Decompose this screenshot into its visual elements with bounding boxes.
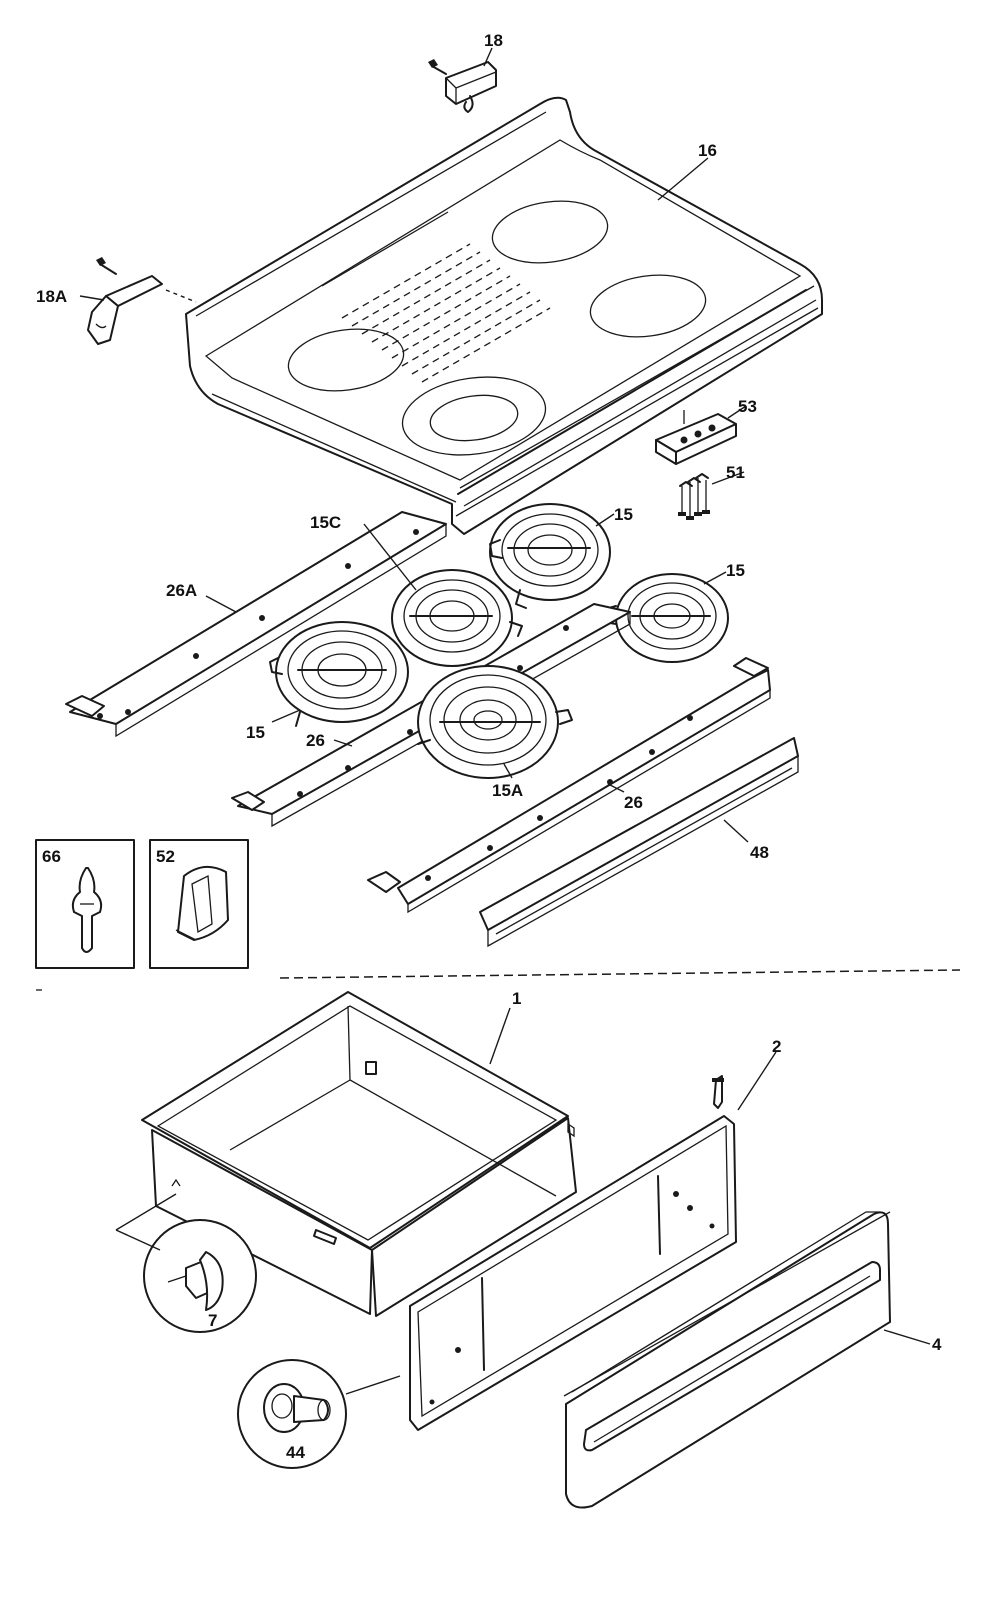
vent-slots <box>341 243 551 383</box>
callout-26-left: 26 <box>306 731 325 750</box>
leader-lines <box>79 47 931 1345</box>
cooktop-burner-front-left-inner <box>429 394 519 442</box>
drawer-front-part-4 <box>563 1211 891 1509</box>
callout-15-left: 15 <box>246 723 265 742</box>
callout-7: 7 <box>208 1311 217 1330</box>
switch-block-part-53 <box>655 410 737 465</box>
callout-labels: 18 16 18A 53 51 15C 15 15 26A 15 26 15A … <box>36 31 942 1462</box>
callout-4: 4 <box>932 1335 942 1354</box>
detail-part-44 <box>237 1359 401 1469</box>
callout-15-top: 15 <box>614 505 633 524</box>
inset-part-52 <box>149 839 249 969</box>
callout-2: 2 <box>772 1037 781 1056</box>
callout-66: 66 <box>42 847 61 866</box>
callout-16: 16 <box>698 141 717 160</box>
cooktop-burner-rear-right <box>491 200 609 264</box>
cooktop-burner-front-right <box>589 274 707 338</box>
callout-15c: 15C <box>310 513 341 532</box>
detail-part-7 <box>115 1193 257 1333</box>
callout-44: 44 <box>286 1443 305 1462</box>
element-part-16-burner <box>601 573 729 663</box>
cooktop-part-16 <box>185 96 823 535</box>
rail-part-26a <box>65 511 447 738</box>
cooktop-burner-rear-left <box>287 328 405 392</box>
rail-part-26-right <box>367 657 771 914</box>
section-divider <box>279 969 961 979</box>
callout-26-right: 26 <box>624 793 643 812</box>
bracket-part-18a <box>87 257 197 345</box>
terminals-part-51 <box>678 473 710 520</box>
callout-52: 52 <box>156 847 175 866</box>
element-part-15-left <box>269 621 409 727</box>
trim-part-48 <box>479 737 799 948</box>
callout-18: 18 <box>484 31 503 50</box>
cooktop-burner-front-left-outer <box>401 376 547 456</box>
drawer-panel-part-2 <box>409 1075 737 1431</box>
callout-1: 1 <box>512 989 521 1008</box>
element-part-15c <box>391 569 523 667</box>
bracket-part-18 <box>428 59 497 113</box>
inset-part-66 <box>35 839 135 969</box>
callout-48: 48 <box>750 843 769 862</box>
element-part-15a <box>417 665 573 779</box>
element-part-15-top <box>489 503 611 609</box>
drawer-box-part-1 <box>141 991 577 1317</box>
callout-51: 51 <box>726 463 745 482</box>
callout-15-right: 15 <box>726 561 745 580</box>
callout-15a: 15A <box>492 781 523 800</box>
callout-53: 53 <box>738 397 757 416</box>
callout-18a: 18A <box>36 287 67 306</box>
callout-26a: 26A <box>166 581 197 600</box>
